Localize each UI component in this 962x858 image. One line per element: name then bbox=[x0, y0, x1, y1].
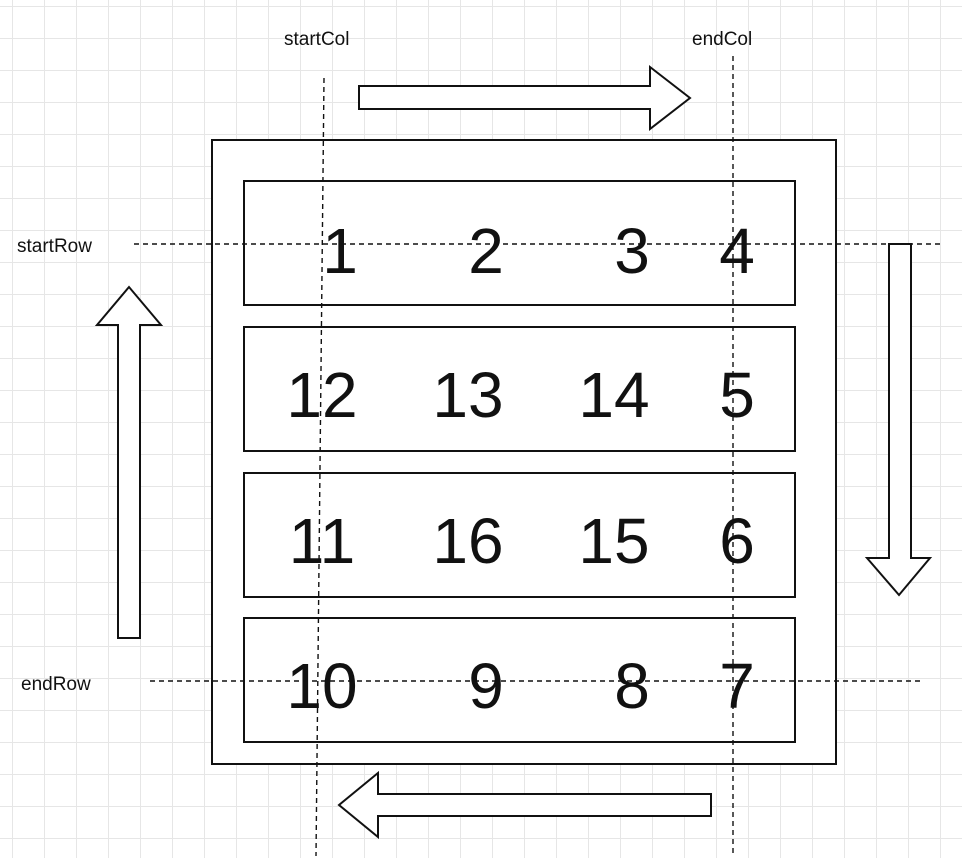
matrix-cells: 1 2 3 4 12 13 14 5 11 16 15 6 10 9 8 7 bbox=[286, 215, 754, 722]
cell-r3-c4: 6 bbox=[719, 505, 755, 577]
cell-r4-c1: 10 bbox=[286, 650, 357, 722]
arrow-left-icon bbox=[337, 770, 712, 840]
start-col-label: startCol bbox=[284, 29, 349, 50]
cell-r1-c1: 1 bbox=[322, 215, 358, 287]
cell-r1-c2: 2 bbox=[468, 215, 504, 287]
arrow-down-icon bbox=[864, 243, 933, 597]
arrow-right-icon bbox=[358, 64, 692, 132]
cell-r2-c1: 12 bbox=[286, 359, 357, 431]
cell-r4-c3: 8 bbox=[614, 650, 650, 722]
row-box-4 bbox=[243, 617, 796, 743]
cell-r1-c3: 3 bbox=[614, 215, 650, 287]
cell-r3-c1: 11 bbox=[289, 505, 355, 577]
cell-r1-c4: 4 bbox=[719, 215, 755, 287]
row-box-3 bbox=[243, 472, 796, 598]
cell-r4-c4: 7 bbox=[719, 650, 755, 722]
cell-r2-c4: 5 bbox=[719, 359, 755, 431]
cell-r2-c3: 14 bbox=[578, 359, 649, 431]
cell-r2-c2: 13 bbox=[432, 359, 503, 431]
cell-r3-c2: 16 bbox=[432, 505, 503, 577]
end-row-label: endRow bbox=[21, 674, 91, 695]
cell-r3-c3: 15 bbox=[578, 505, 649, 577]
start-col-guide-line bbox=[315, 77, 325, 857]
arrow-up-icon bbox=[94, 285, 164, 639]
start-row-label: startRow bbox=[17, 236, 92, 257]
cell-r4-c2: 9 bbox=[468, 650, 504, 722]
row-box-1 bbox=[243, 180, 796, 306]
end-col-label: endCol bbox=[692, 29, 752, 50]
row-box-2 bbox=[243, 326, 796, 452]
